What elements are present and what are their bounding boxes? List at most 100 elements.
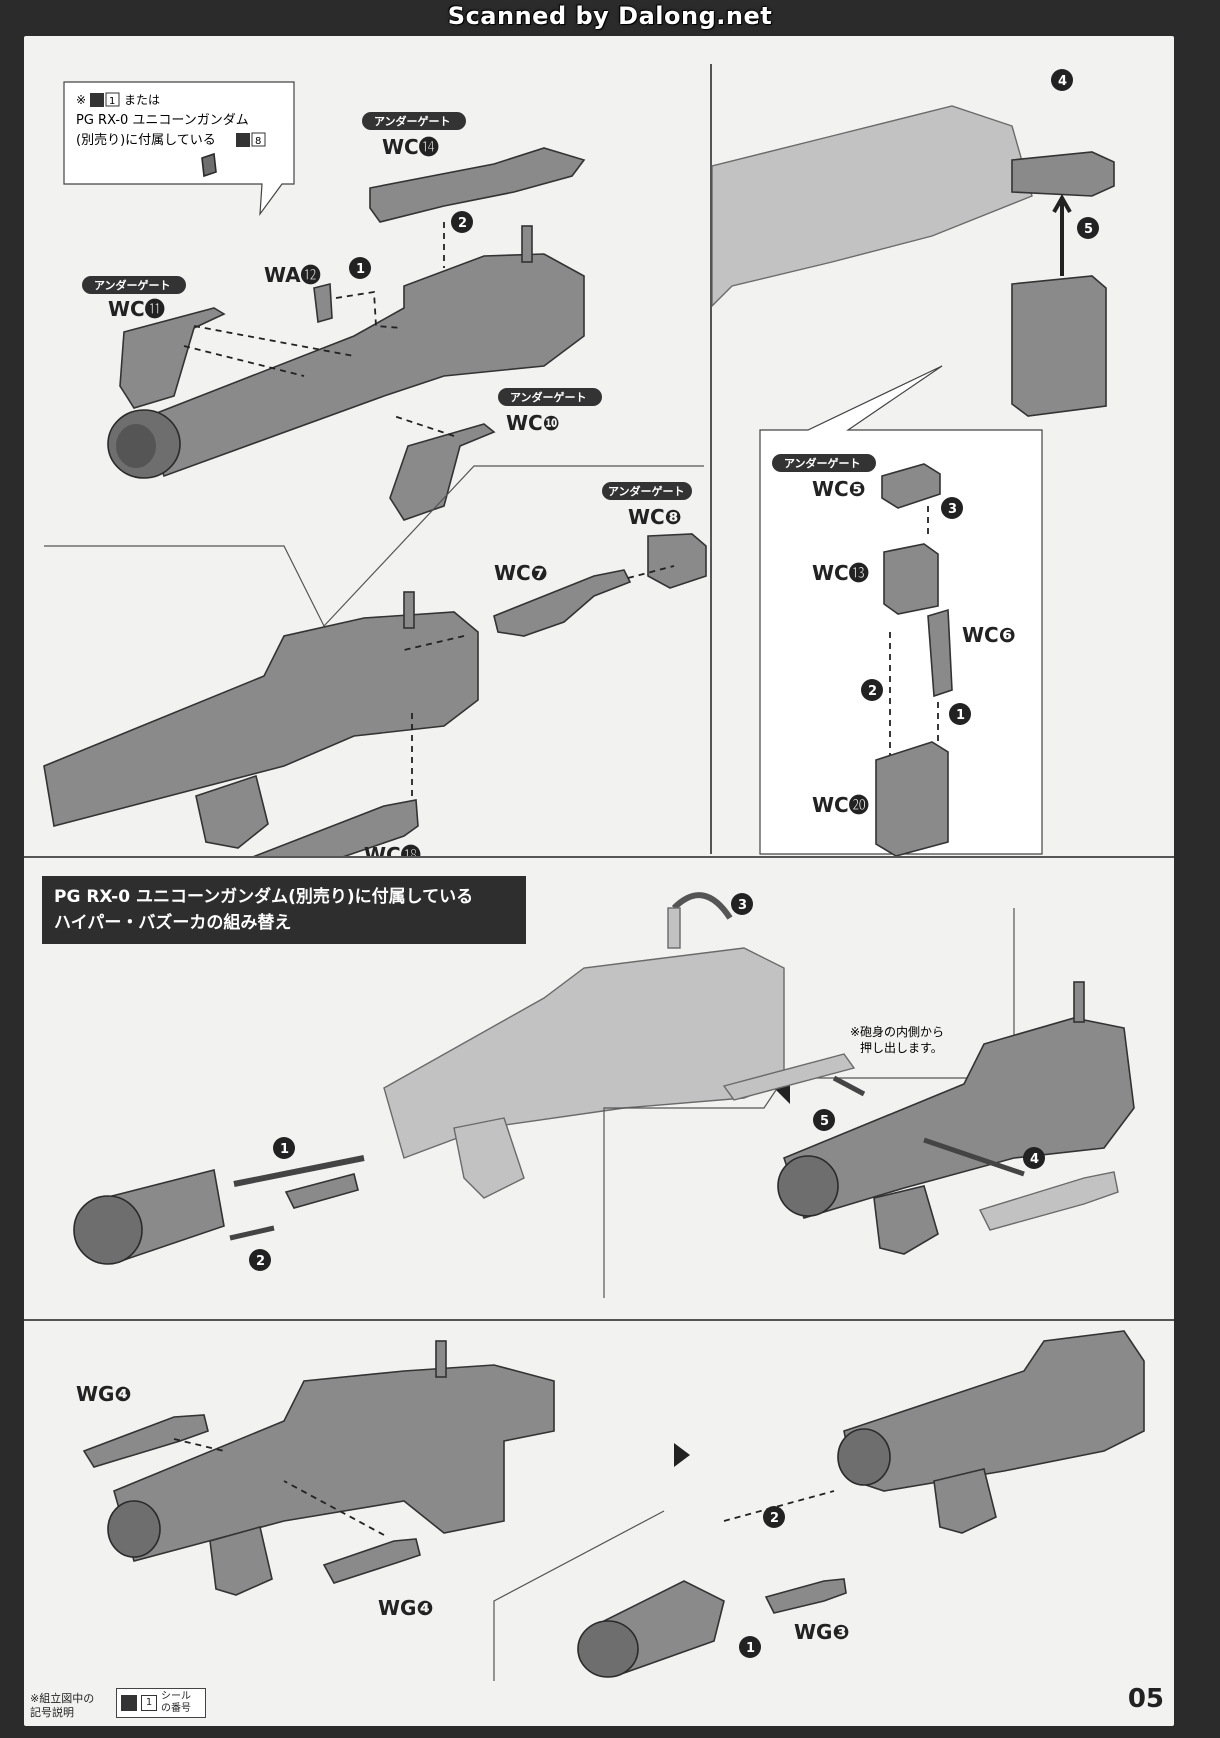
- seal-number-box: [105, 92, 120, 107]
- arrow-push: [832, 1075, 866, 1097]
- svg-text:1: 1: [280, 1142, 289, 1157]
- step-5-right: 5: [1077, 217, 1099, 239]
- label-wg3: WG❸: [794, 1620, 849, 1644]
- legend-text-line1: シール: [161, 1691, 191, 1702]
- bazooka-left-bottom: [107, 1340, 555, 1596]
- step-2-top: 2: [451, 211, 473, 233]
- part-wc5: [881, 463, 941, 509]
- assembly-panel-top-right: 4 5 アンダーゲート WC❺ 3 WC⓭ WC❻ 2: [712, 69, 1115, 856]
- seal-number-box: [251, 132, 266, 147]
- svg-text:4: 4: [1030, 1152, 1039, 1167]
- svg-text:アンダーゲート: アンダーゲート: [510, 390, 587, 404]
- section-title-line1: PG RX-0 ユニコーンガンダム(別売り)に付属している: [54, 887, 474, 907]
- step-1-top: 1: [349, 257, 371, 279]
- rotate-arrow: [671, 892, 733, 920]
- part-wg3: [764, 1578, 847, 1614]
- arrow-wc11-b: [183, 345, 305, 377]
- scan-watermark: Scanned by Dalong.net: [447, 2, 773, 30]
- arrow-magazine-up: [1052, 193, 1072, 276]
- step-1-middle: 1: [273, 1137, 295, 1159]
- label-wc20: WC⓴: [812, 793, 869, 817]
- part-wg4-b: [322, 1538, 421, 1584]
- note-line3-num: 8: [255, 136, 261, 147]
- footer-note: ※組立図中の 記号説明: [30, 1692, 94, 1720]
- label-wc5: WC❺: [812, 477, 866, 501]
- svg-text:2: 2: [458, 216, 467, 231]
- small-insert-part: [284, 1173, 359, 1209]
- arrow-wg4-b: [283, 1480, 385, 1536]
- horizontal-divider-2: [24, 1319, 1174, 1321]
- arrow-insert: [229, 1225, 275, 1241]
- label-wc14: WC⓮: [382, 135, 439, 159]
- gate-pill-wc11: アンダーゲート: [82, 276, 186, 294]
- step-3-magazine: 3: [941, 497, 963, 519]
- vertical-divider-top: [710, 64, 712, 854]
- label-wc11: WC⓫: [108, 297, 165, 321]
- part-wc10: [389, 423, 496, 521]
- label-wg4-b: WG❹: [378, 1596, 433, 1620]
- wrench-icon: [90, 93, 104, 107]
- label-wc18: WC⓲: [364, 843, 421, 856]
- gate-pill-wc10: アンダーゲート: [498, 388, 602, 406]
- grip-ghost-middle: [453, 1117, 525, 1199]
- note-line1-prefix: ※: [76, 93, 86, 107]
- svg-text:4: 4: [1058, 74, 1067, 89]
- step-2-middle: 2: [249, 1249, 271, 1271]
- svg-text:3: 3: [948, 502, 957, 517]
- part-wc6: [927, 608, 953, 698]
- arrow-wa12: [335, 290, 403, 329]
- arrow-remove-muzzle: [233, 1155, 365, 1187]
- ghost-insert-right: [722, 1053, 856, 1101]
- svg-text:1: 1: [356, 262, 365, 277]
- small-part-in-callout: [201, 152, 217, 178]
- svg-text:3: 3: [738, 898, 747, 913]
- part-wc8: [647, 533, 707, 589]
- part-wc14: [369, 147, 586, 223]
- bazooka-barrel-lower: [43, 591, 479, 849]
- wrench-icon: [121, 1695, 137, 1711]
- step-5-middle: 5: [813, 1109, 835, 1131]
- magazine-assembled: [1011, 275, 1107, 417]
- arrow-wc8: [627, 565, 675, 579]
- arrow-wc10: [393, 415, 455, 437]
- step-1-magazine: 1: [949, 703, 971, 725]
- muzzle-part-bottom: [577, 1580, 725, 1678]
- svg-text:2: 2: [770, 1511, 779, 1526]
- section-title-line2: ハイパー・バズーカの組み替え: [54, 913, 292, 933]
- legend-number: 1: [141, 1695, 157, 1711]
- svg-text:2: 2: [868, 684, 877, 699]
- svg-text:アンダーゲート: アンダーゲート: [784, 456, 861, 470]
- footer-note-line1: ※組立図中の: [30, 1692, 95, 1705]
- part-wc20: [875, 741, 949, 856]
- note-line1-num: 1: [109, 96, 115, 107]
- arrow-extract: [923, 1137, 1025, 1177]
- note-line2: PG RX-0 ユニコーンガンダム: [76, 113, 249, 128]
- label-wc10: WC❿: [506, 411, 560, 435]
- gate-pill-wc14: アンダーゲート: [362, 112, 466, 130]
- footer-note-line2: 記号説明: [30, 1706, 74, 1719]
- next-arrow-icon-bottom: [674, 1443, 690, 1467]
- part-wc13: [883, 543, 939, 615]
- label-wa12: WA⓬: [264, 263, 321, 287]
- part-wg4-a: [82, 1414, 209, 1468]
- label-wc7: WC❼: [494, 561, 548, 585]
- part-wa12: [313, 282, 333, 324]
- bazooka-right-middle: [777, 981, 1135, 1255]
- step-2-bottom: 2: [763, 1506, 785, 1528]
- page-number: 05: [1127, 1684, 1164, 1714]
- section-title: PG RX-0 ユニコーンガンダム(別売り)に付属している ハイパー・バズーカの…: [42, 876, 526, 944]
- muzzle-part: [73, 1169, 225, 1265]
- instruction-page: ※ 1 または PG RX-0 ユニコーンガンダム (別売り)に付属している 8…: [24, 36, 1174, 1726]
- push-note-line1: ※砲身の内側から: [850, 1024, 944, 1039]
- svg-text:1: 1: [746, 1641, 755, 1656]
- step-4-middle: 4: [1023, 1147, 1045, 1169]
- arrow-wc11-a: [193, 325, 355, 357]
- label-wc13: WC⓭: [812, 561, 869, 585]
- svg-text:5: 5: [1084, 222, 1093, 237]
- svg-text:5: 5: [820, 1114, 829, 1129]
- gate-pill-wc5: アンダーゲート: [772, 454, 876, 472]
- arrow-attach-muzzle: [723, 1490, 835, 1522]
- conversion-panel-bottom: WG❹ WG❹ 2 WG❸ 1: [76, 1330, 1145, 1681]
- label-wg4-a: WG❹: [76, 1382, 131, 1406]
- sight-post: [667, 907, 681, 949]
